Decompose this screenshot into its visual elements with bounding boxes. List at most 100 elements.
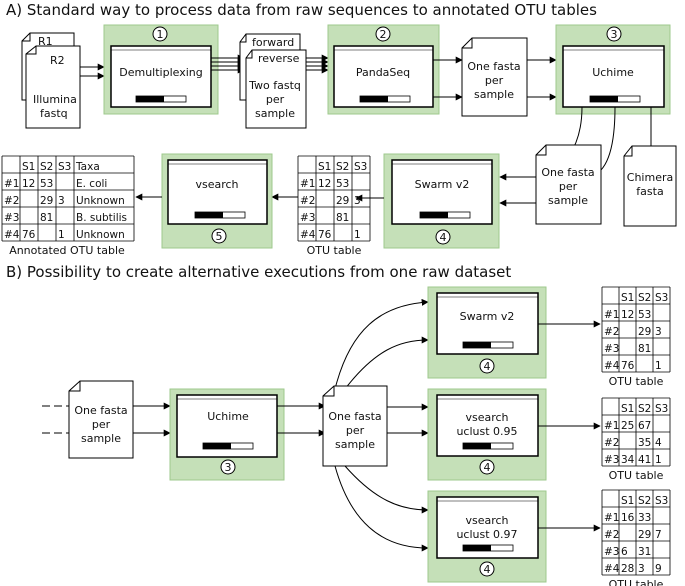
table-cell: 1 [354,229,361,241]
step-demultiplexing: 1 Demultiplexing [103,24,219,115]
two-fastq-files: forward reverse Two fastq per sample [239,33,307,129]
table-cell: #1 [604,309,619,321]
table-header-cell: S2 [638,292,651,304]
raw-file-r2-label: R2 [50,54,65,67]
table-cell: 53 [638,309,651,321]
branch-swarm: Swarm v2 4 [427,286,547,379]
fastq-caption-line3: sample [255,107,295,120]
step-uchime: 3 Uchime [555,24,671,115]
step-label: Swarm v2 [415,178,470,191]
table-caption: OTU table [609,469,664,482]
step-number: 4 [484,563,491,576]
step-number: 4 [440,231,447,244]
chimera-fasta-file: Chimera fasta [623,145,677,227]
step-label: Demultiplexing [119,66,202,79]
table-header-cell: S1 [621,403,634,415]
mid-fasta-file: One fasta per sample [322,385,388,467]
table-grid [601,397,671,467]
table-cell: 41 [638,454,651,466]
table-cell: 81 [336,212,349,224]
table-caption: OTU table [609,375,664,388]
fastq-reverse-label: reverse [258,52,300,65]
table-header-cell: S1 [22,161,35,173]
table-grid [1,155,135,242]
table-grid [297,155,371,242]
step-label: Uchime [592,66,634,79]
section-b-title: B) Possibility to create alternative exe… [6,263,511,281]
table-caption: OTU table [307,244,362,257]
table-grid [601,489,671,576]
table-cell: 53 [336,178,349,190]
chimera-line2: fasta [636,185,663,198]
table-header-cell: S3 [655,403,668,415]
step-vsearch: vsearch 5 [161,153,273,249]
table-cell: #1 [4,178,19,190]
fasta2-line1: One fasta [541,166,594,179]
table-cell: 28 [621,563,634,575]
step-label: vsearch [195,178,238,191]
mid-fasta-line3: sample [335,438,375,451]
table-cell: #4 [300,229,316,241]
step-pandaseq: 2 PandaSeq [327,24,440,115]
section-a-title: A) Standard way to process data from raw… [6,1,597,19]
table-cell: 1 [58,229,65,241]
table-cell: #3 [4,212,19,224]
table-cell: 7 [655,529,662,541]
fastq-forward-label: forward [252,36,294,49]
table-cell: #4 [604,563,620,575]
table-header-cell: S1 [621,495,634,507]
table-cell: #2 [300,195,315,207]
table-caption: OTU table [609,578,664,586]
table-grid [601,286,671,373]
raw-fastq-files: R1 R2 Illumina fastq [21,32,81,129]
branch-vsearch-095: vsearch uclust 0.95 4 [427,388,547,481]
step-label: Uchime [207,410,249,423]
fasta-line1: One fasta [467,60,520,73]
step-number: 1 [157,28,164,41]
table-cell: 1 [655,454,662,466]
table-cell: 3 [58,195,65,207]
table-cell: 29 [638,529,651,541]
step-label-line1: vsearch [465,514,508,527]
table-cell: Unknown [76,195,125,207]
table-cell: 12 [318,178,331,190]
table-header-cell: Taxa [75,161,100,173]
raw-caption-line2: fastq [40,107,68,120]
table-header-cell: S1 [621,292,634,304]
fasta2-line3: sample [548,194,588,207]
table-cell: 3 [638,563,645,575]
step-label: Swarm v2 [460,310,515,323]
table-header-cell: S3 [354,161,367,173]
table-cell: 4 [655,437,662,449]
table-cell: Unknown [76,229,125,241]
chimera-line1: Chimera [627,171,673,184]
table-cell: #1 [604,512,619,524]
table-header-cell: S2 [40,161,53,173]
step-number: 4 [484,461,491,474]
table-cell: 9 [655,563,662,575]
mid-fasta-line2: per [346,424,365,437]
table-cell: 53 [40,178,53,190]
table-cell: 12 [22,178,35,190]
table-cell: #3 [300,212,315,224]
fasta-file-2: One fasta per sample [535,144,602,225]
table-cell: 3 [354,195,361,207]
mid-fasta-line1: One fasta [328,410,381,423]
table-header-cell: S2 [638,495,651,507]
table-cell: #1 [300,178,315,190]
table-cell: 34 [621,454,635,466]
table-cell: #2 [604,437,619,449]
step-label-line2: uclust 0.97 [456,528,517,541]
table-header-cell: S3 [655,292,668,304]
step-number: 3 [611,28,618,41]
table-cell: #4 [4,229,20,241]
table-cell: #2 [604,529,619,541]
table-cell: 3 [655,326,662,338]
table-cell: 29 [40,195,53,207]
table-cell: E. coli [76,178,107,190]
table-header-cell: S2 [336,161,349,173]
table-header-cell: S1 [318,161,331,173]
fasta-file: One fasta per sample [461,37,528,117]
